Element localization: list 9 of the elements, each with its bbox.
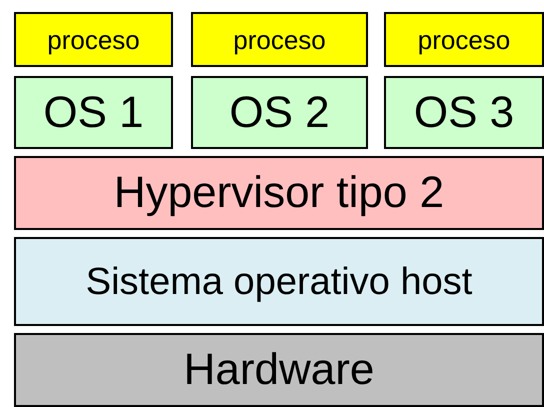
os-box: OS 1 [14,76,173,149]
os-box: OS 3 [384,76,544,149]
process-box: proceso [191,12,368,67]
os-box: OS 2 [191,76,368,149]
host-os-layer: Sistema operativo host [14,237,544,326]
hardware-layer: Hardware [14,333,544,407]
process-box: proceso [384,12,544,67]
process-box: proceso [14,12,173,67]
hypervisor-layer: Hypervisor tipo 2 [14,156,544,230]
